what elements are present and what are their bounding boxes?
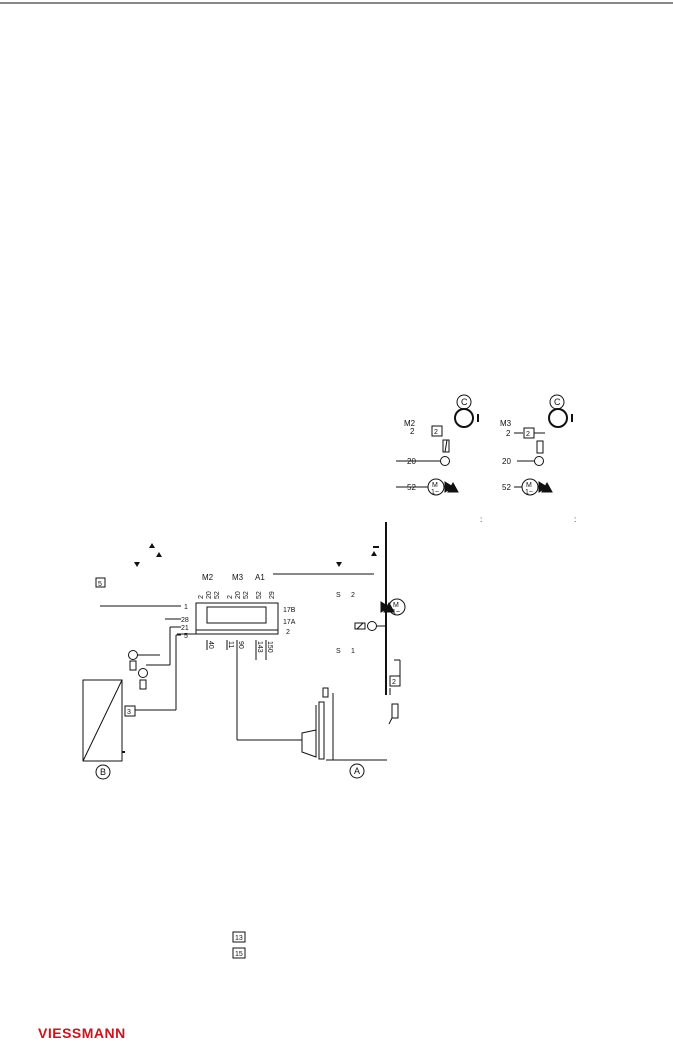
colon-m3: : <box>574 515 576 524</box>
boiler-body <box>318 701 325 760</box>
terminal-top-7: 29 <box>269 591 276 599</box>
boiler-sensor <box>367 621 377 631</box>
circuit-m2-name: M2 <box>404 419 416 428</box>
circuit-m2-sub: 2 <box>410 427 415 436</box>
sensor-box-m2-label: 2 <box>434 429 438 436</box>
terminal-bottom-0: 40 <box>207 641 214 649</box>
marker-b-label: B <box>100 767 106 777</box>
motor-m3-label: M <box>526 482 532 489</box>
box-13 <box>232 931 246 943</box>
side-label-s2-s: S <box>336 592 341 599</box>
terminal-bottom: 40 11 90 143 150 <box>207 641 273 653</box>
terminal-bottom-1: 11 <box>227 641 234 648</box>
box-2-right-label: 2 <box>392 679 396 686</box>
box-3-left <box>124 705 136 717</box>
terminal-top-0: 2 <box>198 595 205 599</box>
box-15 <box>232 947 246 959</box>
motor-m2-sub: 1~ <box>431 489 439 496</box>
terminal-left: 1 28 21 5 <box>181 604 189 640</box>
circuit-m3 <box>514 394 573 496</box>
boiler-motor-label: M <box>393 602 399 609</box>
marker-a-label: A <box>354 766 360 776</box>
terminal-right: 17B 17A 2 <box>283 607 296 636</box>
terminal-top-2: 52 <box>214 591 221 599</box>
boiler-motor-sub: 1~ <box>392 609 400 616</box>
pump-m3-label: 20 <box>502 457 511 466</box>
terminal-top-3: 2 <box>227 595 234 599</box>
terminal-top-6: 52 <box>256 591 263 599</box>
terminal-left-3: 5 <box>184 633 188 640</box>
circuit-m3-name: M3 <box>500 419 512 428</box>
terminal-left-1: 28 <box>181 617 189 624</box>
side-label-s1-s: S <box>336 648 341 655</box>
outdoor-sensor <box>128 650 138 660</box>
box-3-right <box>389 675 401 687</box>
terminal-top-4: 20 <box>235 591 242 599</box>
burner <box>301 729 317 758</box>
pump-m3 <box>534 456 544 466</box>
motor-m3-sub: 1~ <box>525 489 533 496</box>
terminal-top: 2 20 52 2 20 52 52 29 <box>198 591 276 599</box>
terminal-top-5: 52 <box>243 591 250 599</box>
box-3-left-label: 3 <box>127 709 131 716</box>
sensor-box-m2 <box>431 425 443 437</box>
main-wiring <box>82 522 406 762</box>
box-15-label: 15 <box>235 951 243 958</box>
sensor-box-m3-label: 2 <box>526 431 530 438</box>
control-display <box>206 606 267 624</box>
terminal-right-1: 17A <box>283 619 296 626</box>
circuit-m2 <box>396 394 479 496</box>
terminal-bottom-4: 150 <box>266 641 273 653</box>
hc-label-a1: A1 <box>255 573 265 582</box>
marker-c-m2-label: C <box>461 397 468 407</box>
viessmann-logo: VIESSMANN <box>38 1025 126 1041</box>
mixer-m3-label: 52 <box>502 483 511 492</box>
marker-c-m3-label: C <box>554 397 561 407</box>
box-5-label: 5 <box>98 581 102 588</box>
motor-m2-label: M <box>432 482 438 489</box>
terminal-left-2: 21 <box>181 625 189 632</box>
terminal-bottom-2: 90 <box>237 641 244 649</box>
hc-label-m3: M3 <box>232 573 244 582</box>
mixer-m2-label: 52 <box>407 483 416 492</box>
dhw-sensor <box>138 668 148 678</box>
marker-b <box>95 764 111 780</box>
mixer-motor-m2 <box>427 478 445 496</box>
terminal-right-0: 17B <box>283 607 296 614</box>
marker-a <box>349 763 365 779</box>
side-label-s2-n: 2 <box>351 592 355 599</box>
box-5 <box>95 577 106 588</box>
control-unit <box>195 602 279 635</box>
terminal-top-1: 20 <box>206 591 213 599</box>
hc-label-m2: M2 <box>202 573 214 582</box>
terminal-left-0: 1 <box>184 604 188 611</box>
terminal-right-2: 2 <box>286 629 290 636</box>
mixer-motor-m3 <box>521 478 539 496</box>
remote-control-m2 <box>454 408 474 428</box>
pump-m2-label: 20 <box>407 457 416 466</box>
box-13-label: 13 <box>235 935 243 942</box>
terminal-bottom-3: 143 <box>256 641 263 653</box>
circuit-m3-sub: 2 <box>506 429 511 438</box>
remote-control-m3 <box>548 408 568 428</box>
dhw-tank <box>82 679 123 762</box>
colon-m2: : <box>480 515 482 524</box>
pump-m2 <box>440 456 450 466</box>
side-label-s1-n: 1 <box>351 648 355 655</box>
